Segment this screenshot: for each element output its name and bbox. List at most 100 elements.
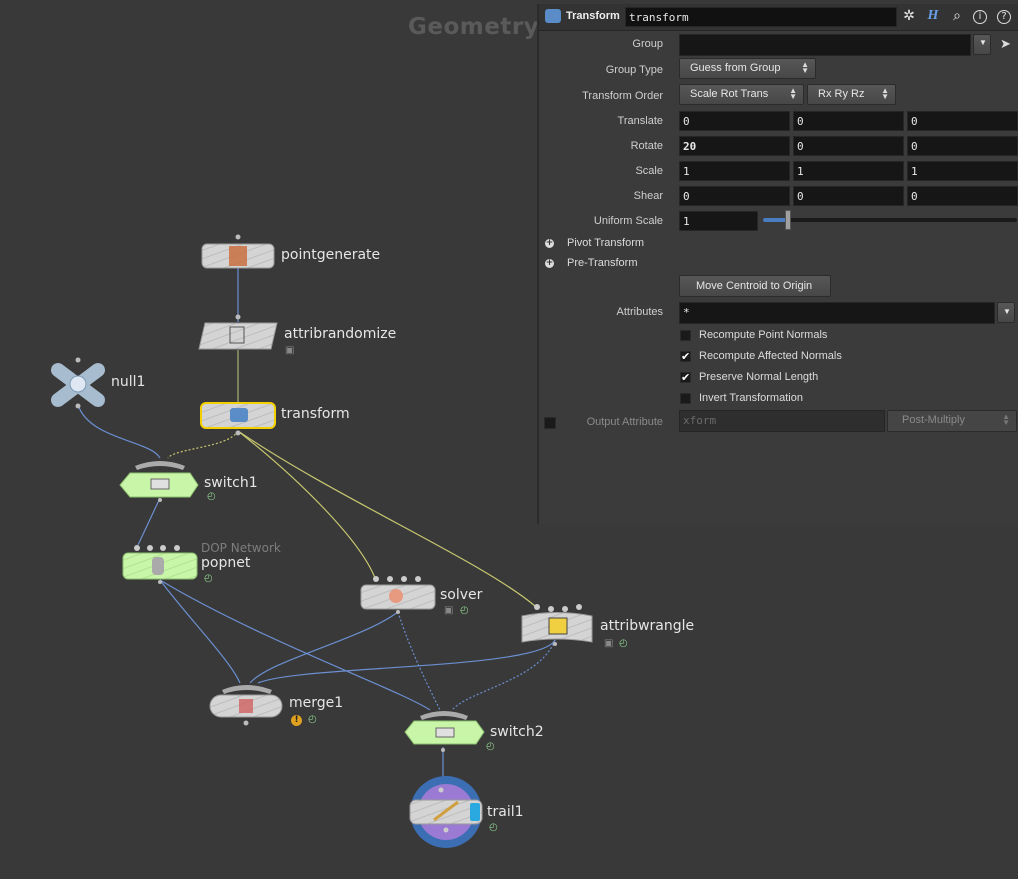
translate-y-field[interactable]: 0 [793, 111, 904, 131]
group-label: Group [632, 38, 663, 50]
dop-network-icon [152, 557, 164, 575]
node-switch1[interactable] [119, 461, 199, 502]
wire-switch1-popnet [137, 497, 161, 546]
uniform-scale-slider-handle[interactable] [785, 210, 791, 230]
transform-node-icon[interactable] [545, 9, 561, 23]
lock-icon: ▣ [444, 605, 454, 616]
invert-transformation-checkbox[interactable] [680, 393, 691, 404]
translate-x-field[interactable]: 0 [679, 111, 790, 131]
lock-icon: ▣ [285, 345, 295, 356]
node-attribwrangle[interactable] [521, 604, 593, 646]
question-icon[interactable]: ? [997, 10, 1011, 24]
node-type-label: Transform [566, 10, 620, 22]
output-attribute-label: Output Attribute [586, 416, 663, 428]
node-label-pointgenerate: pointgenerate [281, 247, 381, 263]
group-field[interactable] [679, 34, 971, 56]
group-dropdown-button[interactable]: ▼ [973, 34, 991, 55]
group-type-label: Group Type [605, 64, 663, 76]
shear-y-field[interactable]: 0 [793, 186, 904, 206]
node-label-switch2: switch2 [490, 724, 544, 740]
pre-transform-folder[interactable]: Pre-Transform [567, 257, 638, 269]
uniform-scale-field[interactable]: 1 [679, 211, 758, 231]
attributes-field[interactable]: * [679, 302, 995, 324]
node-transform[interactable] [200, 402, 276, 436]
display-flag-icon: ◴ [489, 822, 498, 833]
shear-z-field[interactable]: 0 [907, 186, 1018, 206]
node-trail1[interactable] [409, 776, 483, 848]
translate-label: Translate [617, 115, 663, 127]
output-attribute-mode-menu[interactable]: Post-Multiply▲▼ [887, 410, 1017, 432]
preserve-normal-length-checkbox[interactable]: ✔ [680, 371, 691, 384]
node-switch2[interactable] [404, 711, 485, 752]
attributes-dropdown-button[interactable]: ▼ [997, 302, 1015, 323]
help-h-icon[interactable]: H [927, 8, 939, 23]
search-icon[interactable]: ⌕ [953, 8, 961, 24]
node-label-attribwrangle: attribwrangle [600, 618, 695, 634]
expand-icon[interactable]: + [545, 258, 554, 268]
recompute-point-normals-checkbox[interactable] [680, 330, 691, 341]
attributes-label: Attributes [616, 306, 663, 318]
select-arrow-icon[interactable]: ➤ [1000, 37, 1011, 52]
scale-z-field[interactable]: 1 [907, 161, 1018, 181]
pivot-transform-folder[interactable]: Pivot Transform [567, 237, 645, 249]
scale-x-field[interactable]: 1 [679, 161, 790, 181]
node-name-field[interactable]: transform [625, 7, 897, 27]
rotation-order-menu[interactable]: Rx Ry Rz▲▼ [807, 84, 896, 105]
translate-z-field[interactable]: 0 [907, 111, 1018, 131]
node-label-trail1: trail1 [487, 804, 524, 820]
display-flag-icon: ◴ [207, 491, 216, 502]
expand-icon[interactable]: + [545, 238, 554, 248]
shear-x-field[interactable]: 0 [679, 186, 790, 206]
recompute-point-normals-label: Recompute Point Normals [699, 329, 828, 341]
node-null1[interactable] [51, 357, 105, 409]
spinner-icon: ▲▼ [789, 86, 797, 101]
gear-icon[interactable]: ✲ [903, 8, 915, 24]
node-pointgenerate[interactable] [201, 234, 275, 269]
solver-icon [389, 589, 403, 603]
wire-null1-switch1 [77, 404, 161, 459]
attribrandomize-icon [229, 326, 245, 344]
parameter-panel: Transform transform ✲ H ⌕ i ? Group ▼ ➤ … [538, 4, 1018, 524]
uniform-scale-slider-fill [763, 218, 787, 222]
pointgenerate-icon [229, 246, 247, 266]
node-type-popnet: DOP Network [201, 541, 281, 555]
transform-order-menu[interactable]: Scale Rot Trans ▲▼ [679, 84, 804, 105]
warning-icon[interactable]: ! [291, 715, 302, 726]
spinner-icon: ▲▼ [801, 60, 809, 75]
output-attribute-mode-value: Post-Multiply [902, 414, 965, 426]
wrangle-icon [548, 617, 568, 635]
node-attribrandomize[interactable] [198, 314, 278, 350]
scale-label: Scale [635, 165, 663, 177]
trail-icon [433, 800, 459, 822]
transform-order-label: Transform Order [582, 90, 663, 102]
wire-popnet-merge1 [159, 579, 241, 684]
info-icon[interactable]: i [973, 10, 987, 24]
wire-popnet-switch2 [159, 579, 431, 711]
transform-icon [230, 408, 248, 422]
wire-transform-attribwrangle [237, 430, 536, 607]
node-popnet[interactable] [122, 545, 198, 584]
rotate-x-field[interactable]: 20 [679, 136, 790, 156]
rotate-z-field[interactable]: 0 [907, 136, 1018, 156]
context-title: Geometry [408, 14, 540, 40]
wire-transform-switch1 [167, 430, 239, 459]
output-attribute-field[interactable]: xform [679, 410, 885, 432]
move-centroid-button[interactable]: Move Centroid to Origin [679, 275, 831, 297]
group-type-menu[interactable]: Guess from Group▲▼ [679, 58, 816, 79]
rotate-y-field[interactable]: 0 [793, 136, 904, 156]
output-attribute-toggle[interactable] [544, 417, 556, 429]
node-solver[interactable] [360, 576, 436, 614]
scale-y-field[interactable]: 1 [793, 161, 904, 181]
uniform-scale-slider-track[interactable] [763, 218, 1017, 222]
wire-transform-solver [237, 430, 376, 579]
node-label-transform: transform [281, 406, 350, 422]
node-label-solver: solver [440, 587, 483, 603]
node-merge1[interactable] [209, 685, 283, 726]
wire-solver-switch2 [397, 611, 441, 711]
transform-order-value: Scale Rot Trans [690, 88, 769, 100]
display-flag-icon: ◴ [486, 741, 495, 752]
uniform-scale-label: Uniform Scale [593, 215, 663, 227]
merge-icon [239, 699, 253, 713]
recompute-affected-normals-checkbox[interactable]: ✔ [680, 350, 691, 363]
